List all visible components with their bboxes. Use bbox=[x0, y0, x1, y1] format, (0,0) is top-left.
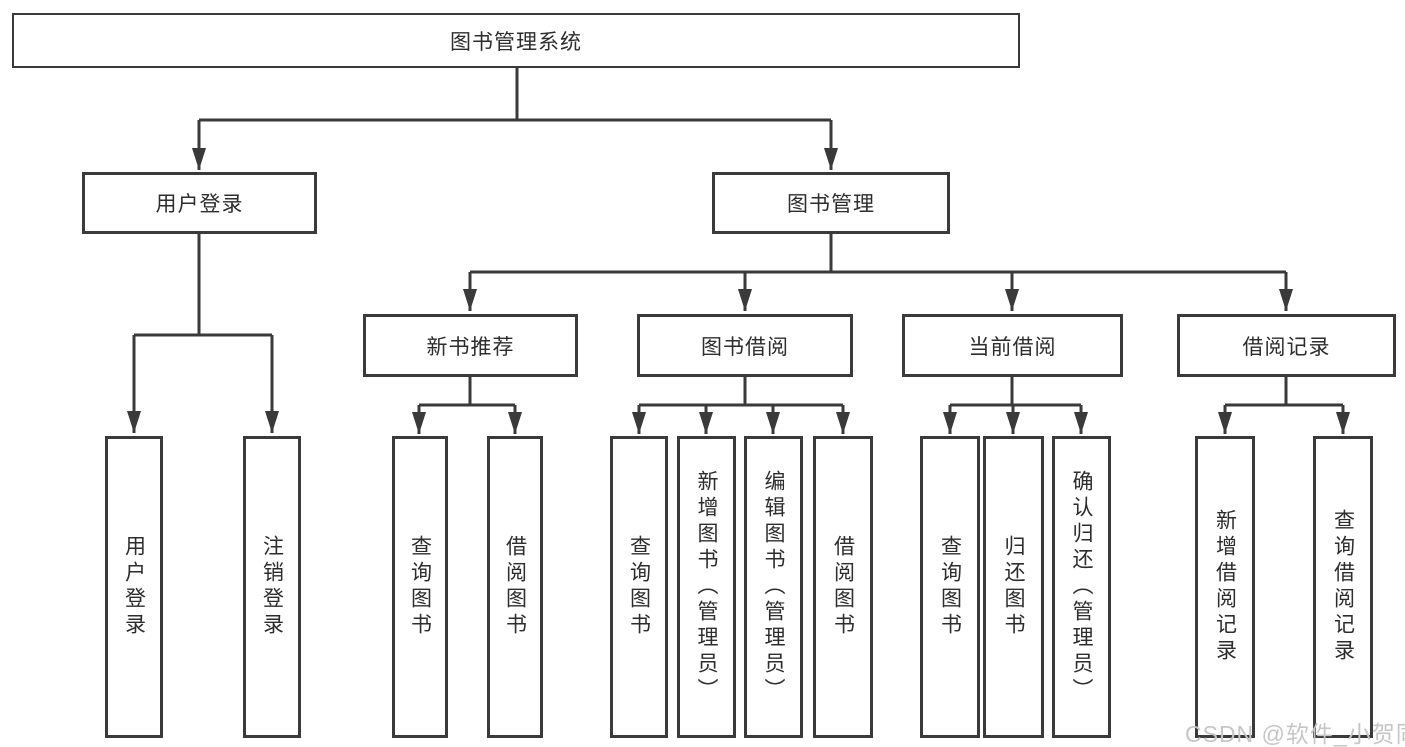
node-book-borrow: 图书借阅 bbox=[637, 314, 853, 377]
leaf-query-books-current: 查询图书 bbox=[920, 436, 980, 738]
csdn-watermark: CSDN @软件_小贺同学 bbox=[1185, 721, 1405, 747]
leaf-edit-book-admin: 编辑图书（管理员） bbox=[744, 436, 803, 738]
leaf-query-borrow-record: 查询借阅记录 bbox=[1313, 436, 1373, 738]
leaf-logout: 注销登录 bbox=[243, 436, 301, 738]
node-label: 查询图书 bbox=[938, 535, 962, 639]
node-label: 新增图书（管理员） bbox=[695, 470, 718, 704]
node-label: 用户登录 bbox=[122, 535, 146, 639]
node-label: 借阅图书 bbox=[831, 535, 855, 639]
node-user-login: 用户登录 bbox=[82, 172, 317, 234]
leaf-user-login: 用户登录 bbox=[105, 436, 163, 738]
node-book-management: 图书管理 bbox=[712, 172, 950, 234]
node-label: 借阅图书 bbox=[503, 535, 527, 639]
node-label: 新增借阅记录 bbox=[1213, 509, 1237, 665]
node-label: 注销登录 bbox=[260, 535, 284, 639]
leaf-add-borrow-record: 新增借阅记录 bbox=[1195, 436, 1255, 738]
leaf-confirm-return-admin: 确认归还（管理员） bbox=[1052, 436, 1111, 738]
node-borrow-records: 借阅记录 bbox=[1177, 314, 1396, 377]
node-label: 查询图书 bbox=[408, 535, 432, 639]
node-label: 确认归还（管理员） bbox=[1070, 470, 1093, 704]
leaf-query-books-borrow: 查询图书 bbox=[610, 436, 668, 738]
leaf-return-books: 归还图书 bbox=[983, 436, 1044, 738]
leaf-add-book-admin: 新增图书（管理员） bbox=[677, 436, 736, 738]
node-label: 查询图书 bbox=[627, 535, 651, 639]
node-label: 查询借阅记录 bbox=[1331, 509, 1355, 665]
node-root-system: 图书管理系统 bbox=[12, 13, 1020, 68]
node-current-borrow: 当前借阅 bbox=[902, 314, 1123, 377]
node-label: 归还图书 bbox=[1002, 535, 1025, 639]
leaf-query-books-recommend: 查询图书 bbox=[392, 436, 448, 738]
node-new-book-recommend: 新书推荐 bbox=[363, 314, 578, 377]
leaf-borrow-books-recommend: 借阅图书 bbox=[487, 436, 543, 738]
leaf-borrow-books: 借阅图书 bbox=[813, 436, 873, 738]
node-label: 编辑图书（管理员） bbox=[762, 470, 785, 704]
